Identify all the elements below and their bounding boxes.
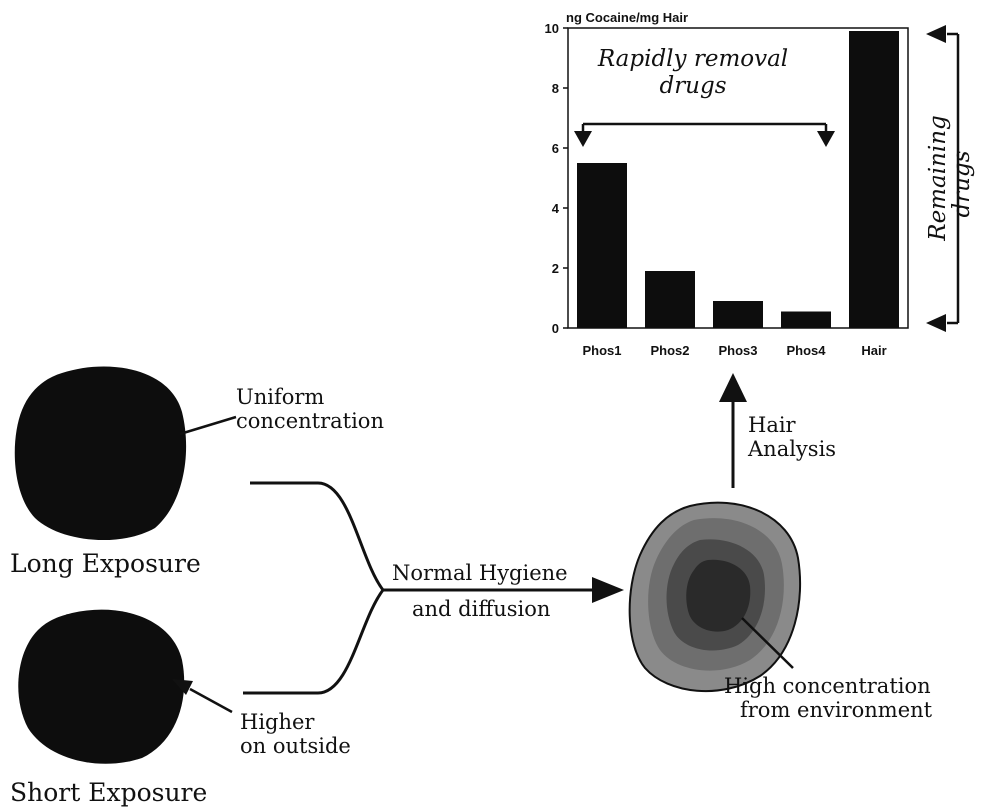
removal-label-line1: Rapidly removal [597,46,788,72]
y-tick-label: 2 [552,261,559,276]
x-tick-label-phos4: Phos4 [786,343,826,358]
process-label-line1: Normal Hygiene [392,561,568,585]
bar-phos4 [781,311,831,328]
long-exposure-label: Long Exposure [10,549,201,578]
x-axis-labels: Phos1 Phos2 Phos3 Phos4 Hair [582,343,886,358]
short-exposure-hair-cross-section [18,609,185,764]
hair-analysis-arrow [719,373,747,488]
y-tick-label: 0 [552,321,559,336]
long-exposure-note-line2: concentration [236,409,384,433]
remaining-label-line1: Remaining [925,115,951,242]
short-exposure-pointer-arrow [172,679,233,714]
long-exposure-hair-cross-section [14,366,187,541]
bar-phos3 [713,301,763,328]
remaining-range-bracket [926,25,960,332]
remaining-label-line2: drugs [949,150,975,217]
y-axis-ticks: 0 2 4 6 8 10 [545,21,568,336]
removal-range-bracket [574,122,835,147]
bar-hair [849,31,899,328]
result-pointer [741,617,794,669]
result-note-line1: High concentration [724,674,931,698]
short-exposure-note-line2: on outside [240,734,351,758]
y-tick-label: 4 [552,201,560,216]
bar-phos1 [577,163,627,328]
x-tick-label-phos3: Phos3 [718,343,757,358]
long-exposure-note-line1: Uniform [236,385,324,409]
process-merge-arrow [243,481,624,695]
result-hair-cross-section [628,501,802,693]
process-label-line2: and diffusion [412,597,550,621]
x-tick-label-phos1: Phos1 [582,343,621,358]
short-exposure-label: Short Exposure [10,778,207,807]
short-exposure-note-line1: Higher [240,710,315,734]
result-note-line2: from environment [740,698,933,722]
x-tick-label-phos2: Phos2 [650,343,689,358]
long-exposure-pointer [179,415,237,436]
hair-analysis-label-line1: Hair [748,413,797,437]
y-axis-label: ng Cocaine/mg Hair [566,10,688,25]
bar-phos2 [645,271,695,328]
removal-label-line2: drugs [659,73,726,99]
hair-analysis-label-line2: Analysis [747,437,836,461]
y-tick-label: 10 [545,21,559,36]
y-tick-label: 8 [552,81,559,96]
x-tick-label-hair: Hair [861,343,886,358]
y-tick-label: 6 [552,141,559,156]
bar-series [577,31,899,328]
